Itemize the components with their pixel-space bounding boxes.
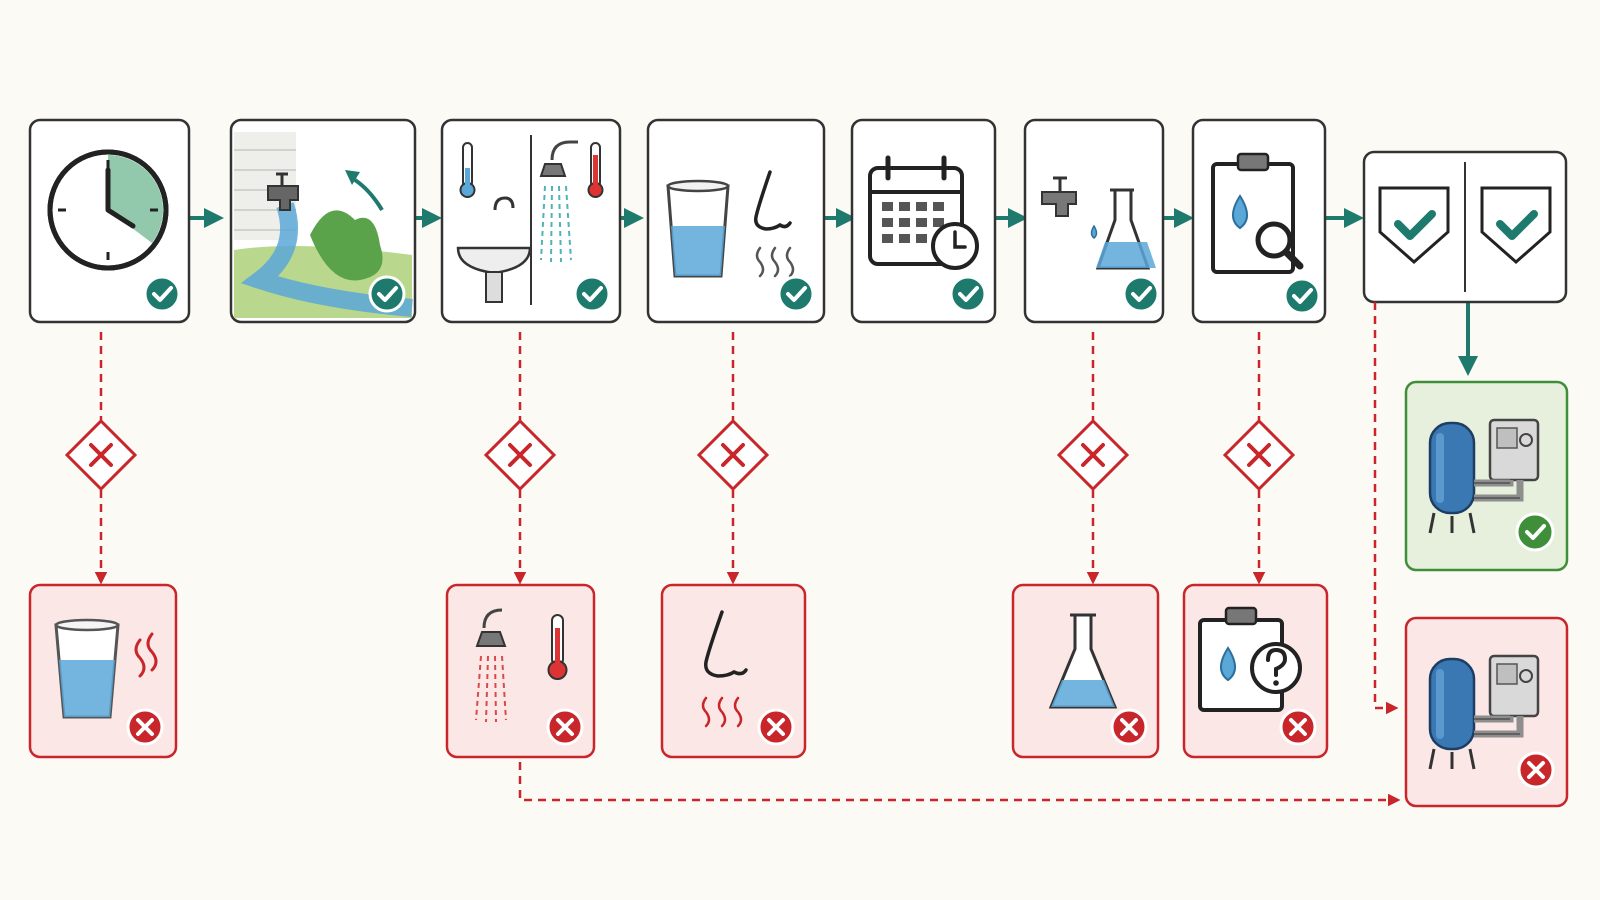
nose-odor-icon	[701, 610, 748, 728]
glass-nose-icon	[666, 170, 795, 278]
decision-diamond-icon	[697, 419, 769, 491]
failure-wait-time	[28, 583, 178, 759]
step-final-approval	[1362, 150, 1568, 304]
clipboard-question-icon	[1198, 606, 1302, 712]
step-look-smell	[646, 118, 826, 324]
failure-lab-report	[1182, 583, 1329, 759]
check-badge-icon	[1122, 275, 1160, 313]
clock-icon	[47, 149, 169, 271]
double-shield-check-icon	[1378, 186, 1552, 265]
failure-temperature-check	[445, 583, 596, 759]
step-sample	[1023, 118, 1165, 324]
x-badge-icon	[1517, 751, 1555, 789]
outcome-fail	[1404, 616, 1569, 808]
check-badge-icon	[368, 275, 406, 313]
check-badge-icon	[777, 275, 815, 313]
check-badge-icon	[949, 275, 987, 313]
failure-sample	[1011, 583, 1160, 759]
x-badge-icon	[546, 708, 584, 746]
decision-diamond-icon	[65, 419, 137, 491]
step-wait-time	[28, 118, 191, 324]
x-badge-icon	[1279, 708, 1317, 746]
step-lab-report	[1191, 118, 1327, 324]
calendar-clock-icon	[868, 155, 979, 270]
step-temperature-check	[440, 118, 622, 324]
check-badge-icon	[573, 275, 611, 313]
clipboard-magnifier-icon	[1211, 152, 1304, 274]
failure-connectors	[94, 302, 1401, 807]
check-badge-icon	[1515, 512, 1555, 552]
garden-faucet-icon	[234, 132, 413, 318]
decision-diamond-icon	[1057, 419, 1129, 491]
x-badge-icon	[1110, 708, 1148, 746]
decision-diamond-icon	[484, 419, 556, 491]
glass-fumes-icon	[54, 618, 158, 719]
sink-shower-thermometer-icon	[456, 135, 604, 305]
x-badge-icon	[126, 708, 164, 746]
step-schedule	[850, 118, 997, 324]
step-flush-outdoor	[229, 118, 417, 324]
shower-thermometer-icon	[475, 608, 568, 723]
x-badge-icon	[757, 708, 795, 746]
flask-icon	[1048, 613, 1118, 709]
decision-diamond-icon	[1223, 419, 1295, 491]
faucet-flask-icon	[1041, 176, 1156, 270]
check-badge-icon	[1283, 277, 1321, 315]
outcome-pass	[1404, 380, 1569, 572]
failure-look-smell	[660, 583, 807, 759]
check-badge-icon	[143, 275, 181, 313]
